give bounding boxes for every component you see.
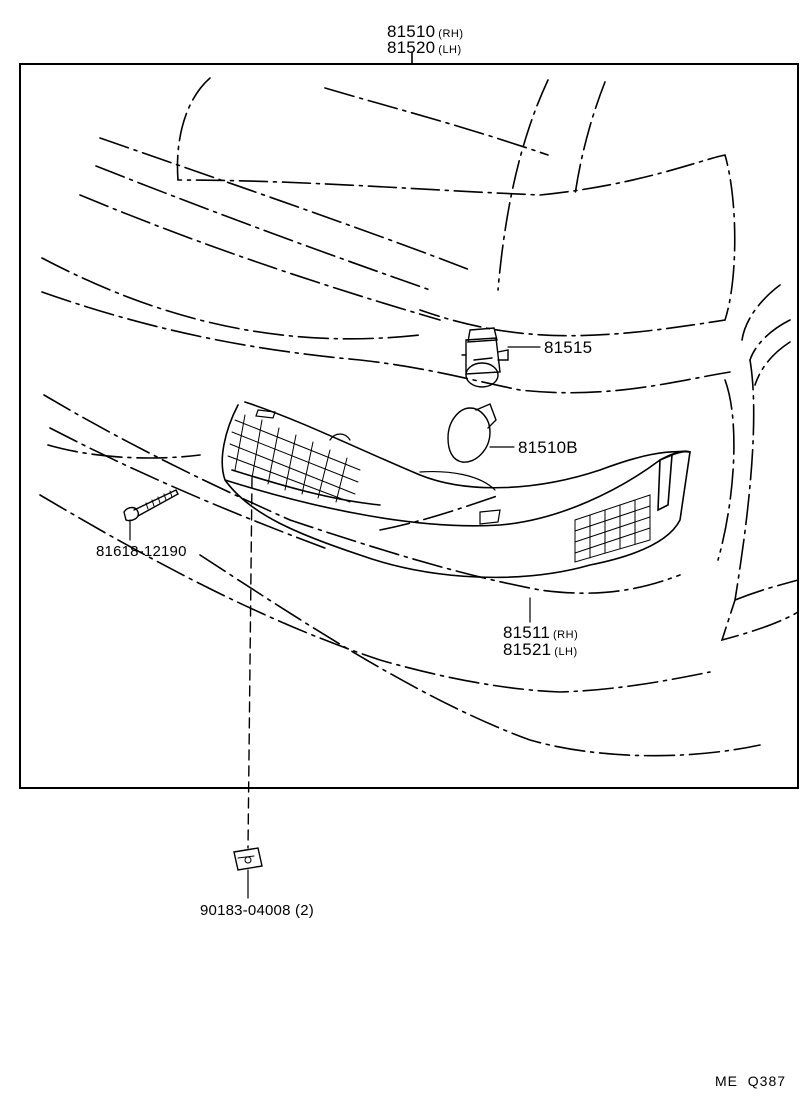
part-number: 81510B bbox=[518, 438, 578, 457]
part-number: 90183-04008 bbox=[200, 902, 291, 919]
label-81521-lh: 81521(LH) bbox=[503, 641, 578, 661]
side-lh: (LH) bbox=[554, 646, 578, 658]
screw-81618 bbox=[123, 489, 179, 522]
label-90183-04008: 90183-04008 (2) bbox=[200, 902, 314, 920]
part-number: 81520 bbox=[387, 38, 436, 57]
side-rh: (RH) bbox=[438, 28, 464, 40]
lens-grid-left bbox=[227, 414, 361, 503]
headlamp-divider-1 bbox=[497, 79, 549, 291]
label-81511-rh: 81511(RH) bbox=[503, 624, 578, 644]
diagram-reference: ME Q387 bbox=[715, 1073, 787, 1089]
label-81618-12190: 81618-12190 bbox=[96, 543, 187, 561]
assembly-frame bbox=[19, 63, 799, 789]
bulb-81510b bbox=[447, 403, 497, 463]
alignment-line bbox=[247, 477, 253, 849]
part-number: 81511 bbox=[503, 623, 551, 642]
lens-grid-right bbox=[574, 494, 651, 563]
part-number: 81521 bbox=[503, 640, 552, 659]
socket-81515 bbox=[461, 327, 509, 388]
corner-lamp-lens bbox=[221, 401, 691, 579]
label-81510-rh: 81510(RH) bbox=[387, 23, 464, 43]
headlamp-outline bbox=[176, 77, 736, 337]
body-panel-lines bbox=[39, 87, 799, 757]
part-number: 81510 bbox=[387, 22, 436, 41]
part-number: 81618-12190 bbox=[96, 543, 187, 560]
label-81510b: 81510B bbox=[518, 439, 578, 457]
part-number: 81515 bbox=[544, 338, 593, 357]
side-rh: (RH) bbox=[553, 629, 579, 641]
quantity: (2) bbox=[295, 902, 314, 919]
nut-90183 bbox=[233, 847, 263, 871]
label-81515: 81515 bbox=[544, 339, 592, 357]
label-81520-lh: 81520(LH) bbox=[387, 39, 462, 59]
headlamp-divider-2 bbox=[574, 81, 606, 196]
side-lh: (LH) bbox=[438, 44, 462, 56]
